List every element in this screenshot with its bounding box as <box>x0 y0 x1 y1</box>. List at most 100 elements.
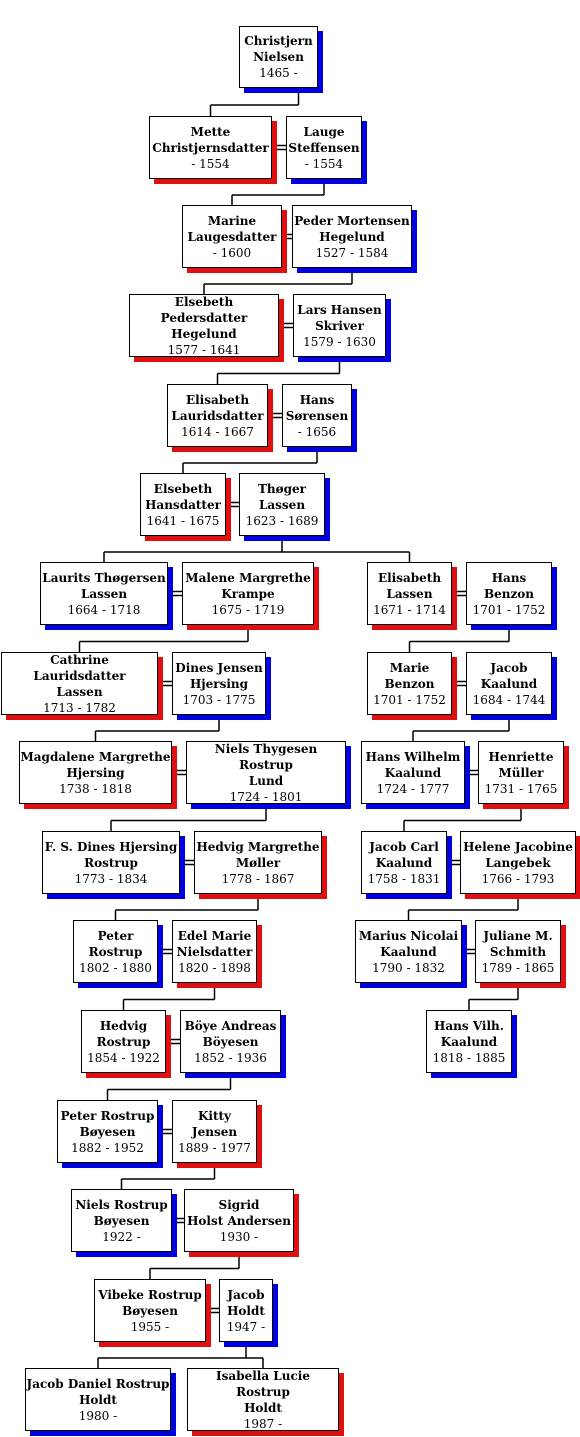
person-surname-line: Schmith <box>489 944 547 959</box>
person-name-line: Elisabeth <box>185 392 250 407</box>
person-name-line: Marius Nicolai <box>358 928 459 943</box>
person-name-line: Cathrine Lauridsdatter <box>33 652 126 683</box>
person-name-line: Peter Rostrup <box>60 1108 155 1123</box>
person-name-line: Elisabeth <box>377 570 442 585</box>
person-name-line: Jacob Daniel Rostrup <box>26 1376 170 1391</box>
person-surname-line: Hjersing <box>189 676 249 691</box>
person-surname-line: Kaalund <box>375 855 433 870</box>
person-dates: 1778 - 1867 <box>221 871 295 886</box>
person-dates: 1701 - 1752 <box>472 602 546 617</box>
person-surname-line: Böyesen <box>202 1034 259 1049</box>
person-surname-line: Lund <box>248 773 284 788</box>
person-dates: 1789 - 1865 <box>481 960 555 975</box>
person-dates: 1930 - <box>219 1229 259 1244</box>
person-name-line: Sigrid <box>218 1197 260 1212</box>
person-surname-line: Kaalund <box>384 765 442 780</box>
person-dates: 1980 - <box>78 1408 118 1423</box>
person-surname-line: Møller <box>235 855 281 870</box>
person-surname-line: Rostrup <box>88 944 143 959</box>
person-surname-line: Steffensen <box>288 140 360 155</box>
person-name-line: Helene Jacobine <box>463 839 573 854</box>
person-surname-line: Nielsdatter <box>176 944 253 959</box>
person-surname-line: Rostrup <box>96 1034 151 1049</box>
person-name-line: Magdalene Margrethe <box>20 749 171 764</box>
person-surname-line: Holst Andersen <box>187 1213 291 1228</box>
person-surname-line: Holdt <box>227 1303 265 1318</box>
person-dates: - 1554 <box>304 156 344 171</box>
person-dates: - 1600 <box>212 245 252 260</box>
person-dates: 1724 - 1777 <box>376 781 450 796</box>
person-dates: 1947 - <box>226 1319 266 1334</box>
person-name-line: Peder Mortensen <box>294 213 410 228</box>
person-name-line: Hedvig <box>99 1018 148 1033</box>
person-surname-line: Krampe <box>221 586 275 601</box>
person-dates: 1889 - 1977 <box>178 1140 251 1155</box>
person-dates: 1852 - 1936 <box>194 1050 267 1065</box>
person-surname-line: Kaalund <box>380 944 437 959</box>
person-dates: 1614 - 1667 <box>181 424 254 439</box>
person-surname-line: Lassen <box>56 684 103 699</box>
person-dates: 1641 - 1675 <box>146 513 220 528</box>
person-dates: 1773 - 1834 <box>74 871 148 886</box>
person-surname-line: Kaalund <box>440 1034 498 1049</box>
person-surname-line: Hegelund <box>171 326 237 341</box>
person-name-line: Jacob <box>490 660 528 675</box>
person-dates: 1579 - 1630 <box>303 334 376 349</box>
person-surname-line: Bøyesen <box>93 1213 150 1228</box>
person-name-line: Thøger <box>257 481 306 496</box>
person-name-line: Juliane M. <box>483 928 553 943</box>
person-dates: 1675 - 1719 <box>211 602 285 617</box>
person-name-line: Böye Andreas <box>184 1018 277 1033</box>
person-surname-line: Hegelund <box>319 229 385 244</box>
person-name-line: Jacob Carl <box>369 839 439 854</box>
person-surname-line: Christjernsdatter <box>152 140 269 155</box>
person-dates: 1790 - 1832 <box>372 960 445 975</box>
person-dates: 1703 - 1775 <box>182 692 256 707</box>
person-surname-line: Kaalund <box>480 676 538 691</box>
person-surname-line: Lassen <box>80 586 128 601</box>
person-name-line: Elsebeth <box>153 481 213 496</box>
person-dates: 1766 - 1793 <box>481 871 555 886</box>
person-name-line: Jacob <box>227 1287 265 1302</box>
person-name-line: Mette <box>190 124 231 139</box>
person-surname-line: Rostrup <box>84 855 138 870</box>
person-surname-line: Langebek <box>485 855 551 870</box>
person-name-line: F. S. Dines Hjersing <box>44 839 178 854</box>
person-dates: 1882 - 1952 <box>71 1140 144 1155</box>
person-name-line: Lars Hansen <box>297 302 382 317</box>
person-surname-line: Hansdatter <box>145 497 221 512</box>
person-dates: 1731 - 1765 <box>484 781 558 796</box>
person-dates: 1465 - <box>259 66 298 80</box>
person-surname-line: Benzon <box>384 676 435 691</box>
person-surname-line: Bøyesen <box>122 1303 178 1318</box>
person-dates: 1671 - 1714 <box>373 602 446 617</box>
person-name-line: Peter <box>97 928 134 943</box>
person-dates: 1922 - <box>102 1229 141 1244</box>
person-name-line: Hedvig Margrethe <box>196 839 320 854</box>
